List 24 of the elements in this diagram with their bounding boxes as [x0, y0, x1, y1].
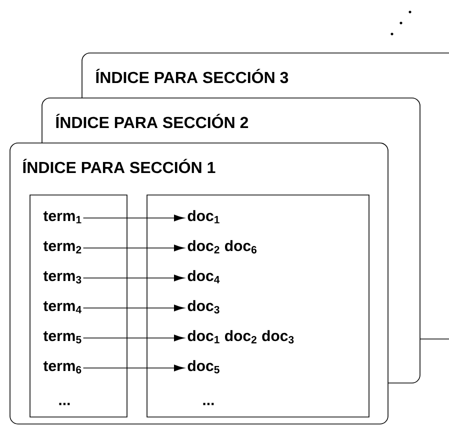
term-text: term$_{6}$: [43, 361, 82, 374]
card-title: ÍNDICE PARA SECCIÓN 3: [96, 68, 288, 84]
arrow: [82, 244, 184, 252]
arrow: [82, 304, 184, 312]
arrow: [82, 334, 184, 342]
term-text: term$_{4}$: [43, 301, 82, 314]
arrow: [82, 274, 184, 282]
term-text: term$_{2}$: [43, 241, 82, 254]
doc-text: doc$_{4}$: [188, 270, 220, 284]
term-text: term$_{3}$: [43, 271, 82, 284]
list-box: [30, 194, 128, 418]
doc-text: doc$_{3}$: [188, 300, 220, 314]
card-title: ÍNDICE PARA SECCIÓN 2: [56, 114, 248, 128]
doc-text: doc$_{1}$ doc$_{2}$ doc$_{3}$: [188, 330, 294, 344]
doc-text: doc$_{1}$: [188, 210, 220, 224]
doc-text: doc$_{2}$ doc$_{6}$: [188, 240, 256, 254]
list-box: [146, 194, 370, 418]
term-text: term$_{1}$: [43, 211, 82, 224]
arrow: [82, 214, 184, 222]
ellipsis-text: ...: [203, 402, 214, 406]
doc-text: doc$_{5}$: [188, 360, 220, 374]
ellipsis-text: ...: [59, 402, 70, 406]
term-text: term$_{5}$: [43, 331, 82, 344]
arrow: [82, 364, 184, 372]
